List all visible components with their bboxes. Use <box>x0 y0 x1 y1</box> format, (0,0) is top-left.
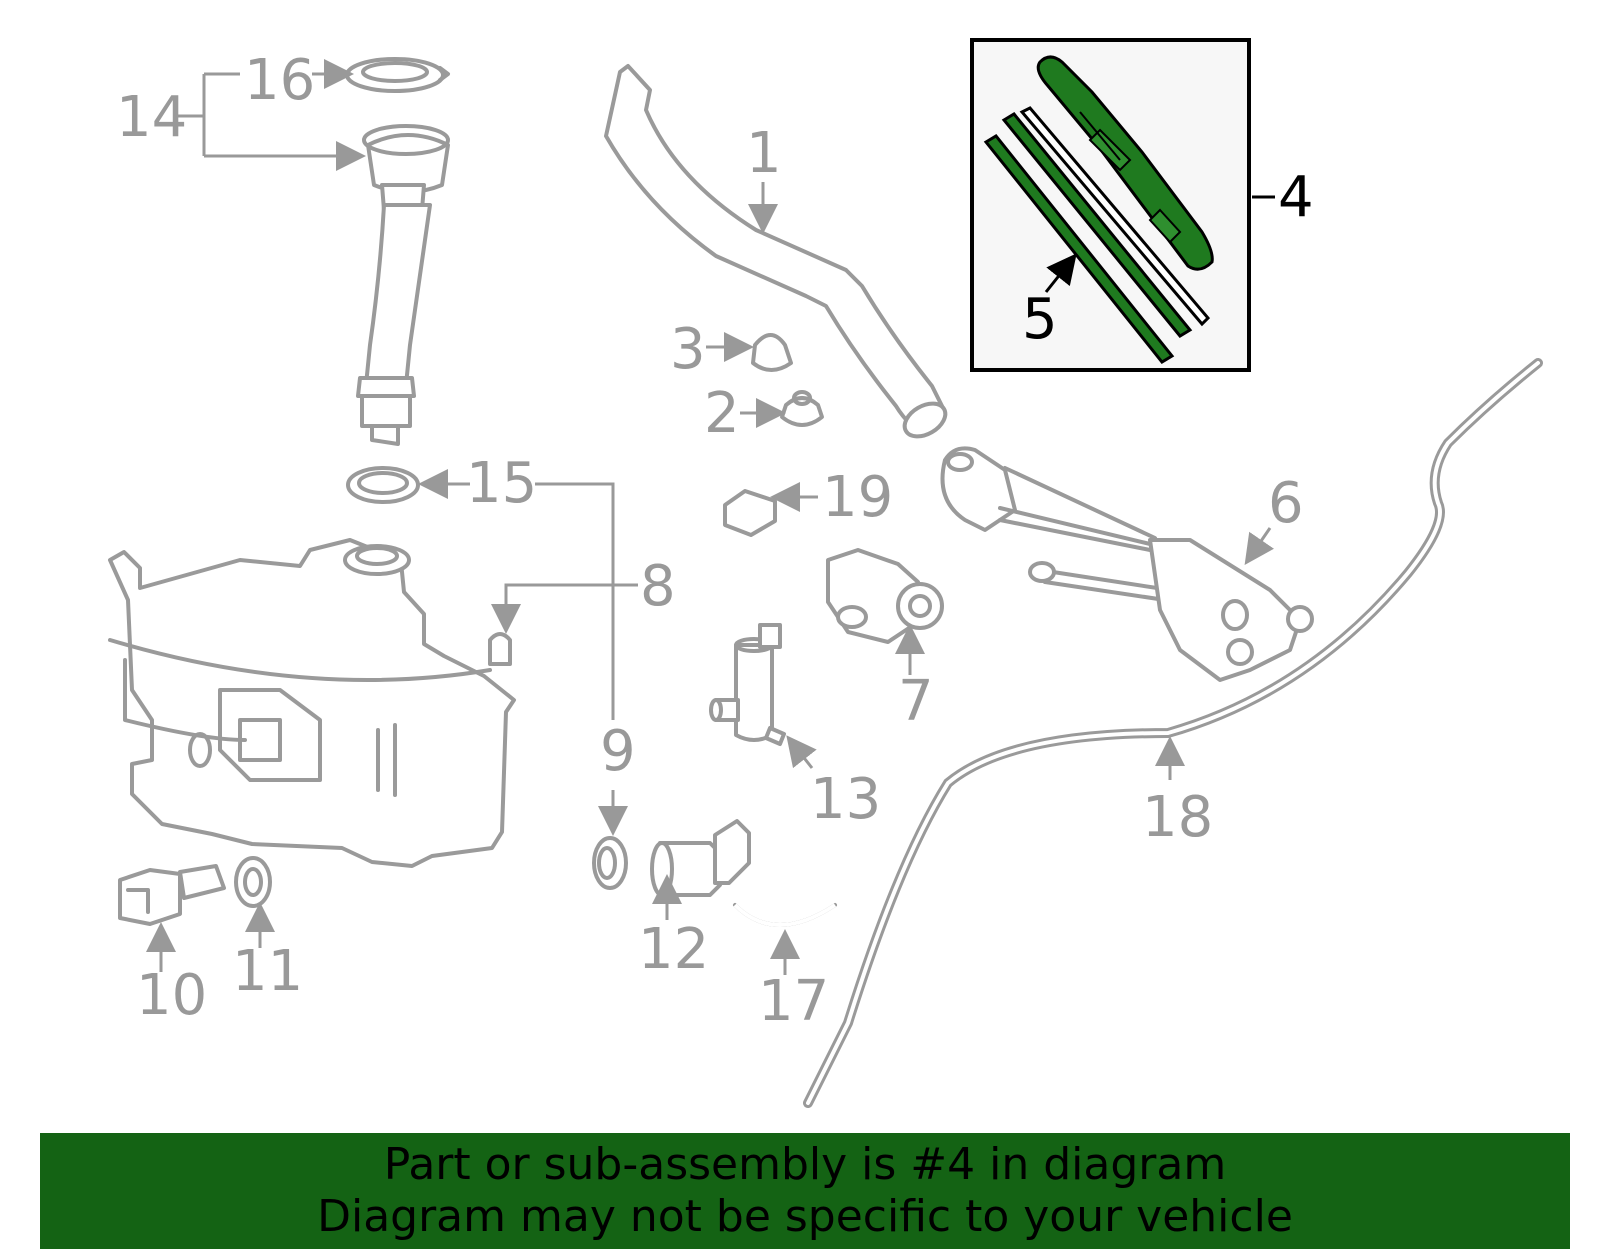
part-5-blade-insert[interactable] <box>983 106 1211 364</box>
part-12-washer-pump <box>650 819 751 897</box>
part-7-wiper-motor <box>826 548 944 644</box>
callout-13: 13 <box>810 767 881 832</box>
callout-6: 6 <box>1268 471 1304 536</box>
callout-12: 12 <box>638 917 709 982</box>
part-18-hose <box>803 358 1543 1108</box>
part-13-washer-motor <box>709 623 786 746</box>
callout-14: 14 <box>116 85 187 150</box>
callout-4[interactable]: 4 <box>1278 165 1314 230</box>
callout-5[interactable]: 5 <box>1022 287 1058 352</box>
callout-3: 3 <box>670 317 706 382</box>
part-3-cap <box>751 333 793 372</box>
part-4-wiper-blade[interactable] <box>1036 55 1214 271</box>
callout-17: 17 <box>758 969 829 1034</box>
callout-11: 11 <box>232 939 303 1004</box>
callout-19: 19 <box>822 465 893 530</box>
leader-lines <box>146 59 1275 975</box>
callout-18: 18 <box>1142 785 1213 850</box>
callout-16: 16 <box>244 48 315 113</box>
callout-15: 15 <box>466 451 537 516</box>
part-6-wiper-linkage <box>940 446 1314 682</box>
banner-line-part: Part or sub-assembly is #4 in diagram <box>383 1139 1227 1190</box>
part-1-wiper-arm <box>604 64 948 439</box>
washer-reservoir-tank <box>108 538 516 868</box>
part-17-hose <box>733 903 837 927</box>
part-9-grommet <box>592 836 628 890</box>
part-11-grommet <box>234 856 272 908</box>
callout-10: 10 <box>136 963 207 1028</box>
part-2-nut <box>780 390 824 427</box>
part-14-filler-neck <box>356 124 450 446</box>
callout-2: 2 <box>704 381 740 446</box>
callout-1: 1 <box>746 121 782 186</box>
info-banner: Part or sub-assembly is #4 in diagram Di… <box>40 1133 1570 1249</box>
part-15-seal <box>346 466 420 504</box>
part-16-filler-cap <box>345 57 450 93</box>
part-19-clip <box>723 489 777 537</box>
callout-labels: 1 2 3 4 5 6 7 8 9 10 11 12 13 14 15 16 1… <box>116 48 1314 1034</box>
callout-7: 7 <box>898 669 934 734</box>
callout-9: 9 <box>600 719 636 784</box>
banner-line-disclaimer: Diagram may not be specific to your vehi… <box>317 1191 1293 1242</box>
callout-8: 8 <box>640 554 676 619</box>
part-10-level-sensor <box>118 864 226 926</box>
highlight-box-part-4 <box>970 38 1251 372</box>
